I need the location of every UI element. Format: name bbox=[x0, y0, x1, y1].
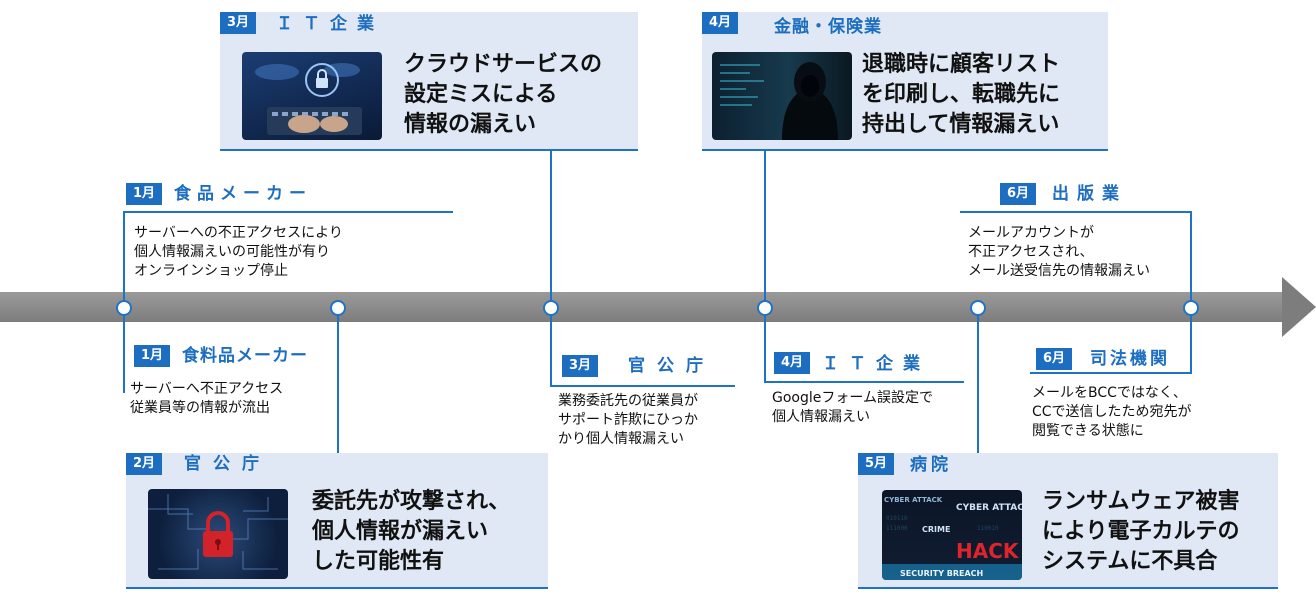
category-label: 食品メーカー bbox=[174, 184, 312, 204]
event-card: 2月 官公庁 委託先が攻撃され、 個人情報が漏えい した可能性有 bbox=[126, 453, 548, 589]
category-label: 司法機関 bbox=[1090, 349, 1170, 369]
connector-bot-apr-h bbox=[764, 381, 964, 383]
month-badge: 6月 bbox=[1036, 348, 1072, 370]
hooded-hacker-icon bbox=[720, 62, 838, 140]
event-headline: 委託先が攻撃され、 個人情報が漏えい した可能性有 bbox=[312, 489, 511, 574]
photo-text: CYBER ATTACK bbox=[956, 503, 1022, 513]
timeline-node bbox=[330, 300, 346, 316]
event-description: 業務委託先の従業員が サポート詐欺にひっか かり個人情報漏えい bbox=[558, 393, 698, 447]
month-badge: 1月 bbox=[126, 183, 162, 205]
category-label: 出版業 bbox=[1052, 184, 1127, 204]
connector-top-apr bbox=[764, 150, 766, 307]
connector-bot-may bbox=[977, 307, 979, 453]
svg-text:010110: 010110 bbox=[886, 515, 908, 522]
connector-bot-apr bbox=[764, 307, 766, 383]
connector-top-jan-h bbox=[123, 211, 453, 213]
timeline-node bbox=[116, 300, 132, 316]
connector-bot-jun bbox=[1190, 307, 1192, 374]
event-headline: ランサムウェア被害 により電子カルテの システムに不具合 bbox=[1042, 489, 1240, 574]
connector-top-mar bbox=[550, 150, 552, 307]
month-badge: 4月 bbox=[702, 12, 738, 34]
connector-bot-jun-h bbox=[1030, 372, 1192, 374]
circuit-photo bbox=[148, 489, 288, 579]
photo-text: SECURITY BREACH bbox=[900, 569, 983, 578]
event-description: サーバーへ不正アクセス 従業員等の情報が流出 bbox=[130, 381, 284, 416]
connector-top-jun bbox=[1190, 212, 1192, 307]
lock-icon bbox=[255, 63, 362, 135]
timeline-arrow-head bbox=[1282, 277, 1316, 337]
cyber-attack-photo: 010110 111000 110010 CYBER ATTACK CYBER AT… bbox=[882, 490, 1022, 580]
event-headline: 退職時に顧客リスト を印刷し、転職先に 持出して情報漏えい bbox=[862, 52, 1061, 137]
category-label: 病院 bbox=[910, 455, 952, 475]
cyber-attack-image: 010110 111000 110010 CYBER ATTACK CYBER AT… bbox=[882, 496, 1022, 580]
category-label: 官公庁 bbox=[628, 356, 715, 376]
connector-top-jun-h bbox=[960, 211, 1192, 213]
svg-text:111000: 111000 bbox=[886, 525, 908, 532]
timeline-node bbox=[1183, 300, 1199, 316]
category-label: 金融・保険業 bbox=[774, 17, 882, 37]
connector-bot-feb bbox=[337, 307, 339, 453]
month-badge: 4月 bbox=[774, 352, 810, 374]
event-description: メールをBCCではなく、 CCで送信したため宛先が 閲覧できる状態に bbox=[1032, 385, 1192, 439]
connector-bot-jan bbox=[123, 307, 125, 393]
month-badge: 6月 bbox=[1000, 183, 1036, 205]
connector-bot-mar bbox=[550, 307, 552, 387]
event-description: Googleフォーム誤設定で 個人情報漏えい bbox=[772, 390, 933, 425]
event-description: メールアカウントが 不正アクセスされ、 メール送受信先の情報漏えい bbox=[968, 225, 1150, 279]
event-headline: クラウドサービスの 設定ミスによる 情報の漏えい bbox=[404, 52, 603, 137]
connector-bot-mar-h bbox=[550, 385, 735, 387]
month-badge: 1月 bbox=[134, 345, 170, 367]
timeline-node bbox=[757, 300, 773, 316]
event-description: サーバーへの不正アクセスにより 個人情報漏えいの可能性が有り オンラインショップ… bbox=[134, 225, 343, 279]
hacker-photo bbox=[712, 52, 852, 140]
photo-text: HACK bbox=[956, 539, 1020, 563]
category-label: ＩＴ企業 bbox=[276, 14, 384, 34]
timeline-node bbox=[970, 300, 986, 316]
month-badge: 3月 bbox=[220, 12, 256, 34]
month-badge: 2月 bbox=[126, 453, 162, 475]
month-badge: 3月 bbox=[562, 355, 598, 377]
timeline-bar bbox=[0, 292, 1282, 322]
category-label: 官公庁 bbox=[184, 454, 271, 474]
photo-text: CRIME bbox=[922, 525, 950, 534]
category-label: ＩＴ企業 bbox=[822, 354, 930, 374]
event-card: 4月 金融・保険業 退職時に顧客リスト を印刷し、転職先に 持出して情報漏えい bbox=[702, 12, 1108, 151]
event-card: 5月 病院 010110 111000 110010 CYBER ATTACK CY… bbox=[858, 453, 1278, 589]
event-card: 3月 ＩＴ企業 クラウドサービスの 設定ミスによる 情報の漏えい bbox=[220, 12, 638, 151]
timeline-node bbox=[543, 300, 559, 316]
svg-text:110010: 110010 bbox=[977, 525, 999, 532]
month-badge: 5月 bbox=[858, 453, 894, 475]
connector-top-jan bbox=[123, 212, 125, 307]
padlock-icon bbox=[148, 494, 288, 570]
cloud-security-photo bbox=[242, 52, 382, 140]
photo-text: CYBER ATTACK bbox=[884, 496, 943, 504]
category-label: 食料品メーカー bbox=[182, 346, 308, 366]
